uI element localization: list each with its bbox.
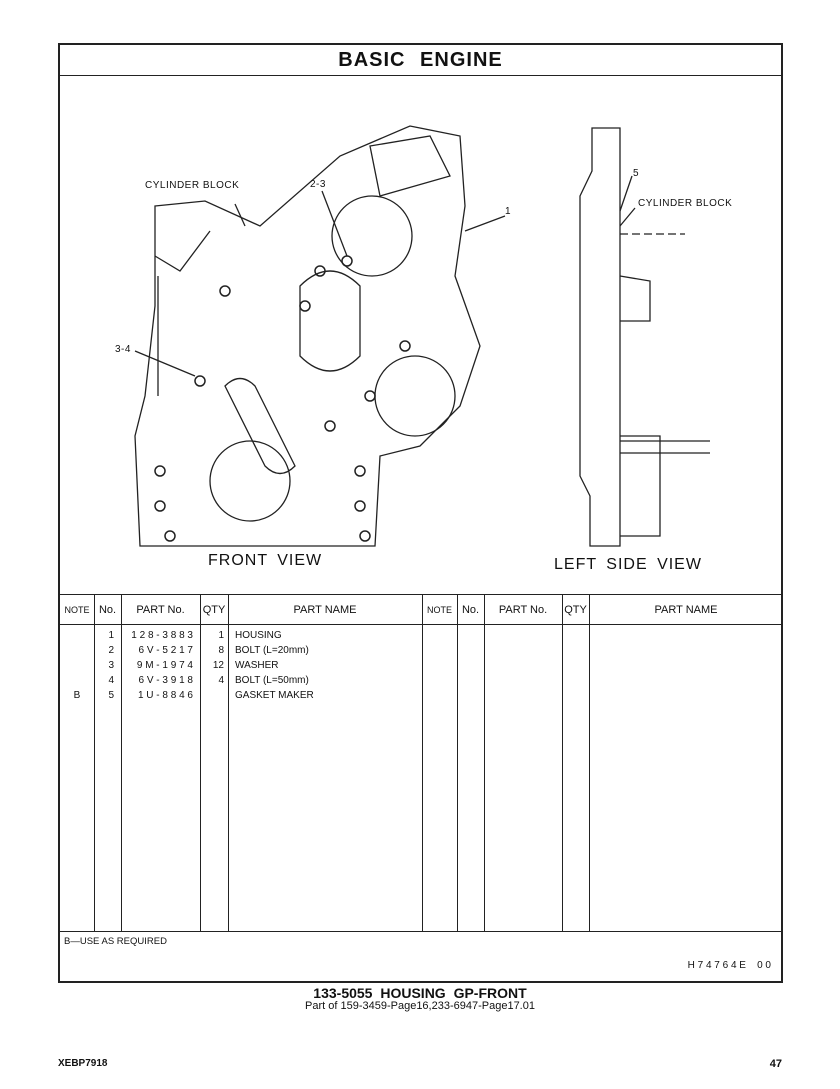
header-part-no: PART No. — [136, 604, 185, 616]
row-5-part-no: 1 U - 8 8 4 6 — [137, 690, 193, 701]
header-part-name: PART NAME — [293, 604, 357, 616]
row-2-part-no: 6 V - 5 2 1 7 — [138, 645, 193, 656]
illustration-ref: H 7 4 7 6 4 E 0 0 — [687, 960, 771, 971]
note-b: B—USE AS REQUIRED — [64, 936, 167, 947]
front-view-caption: FRONT VIEW — [208, 552, 323, 569]
row-2-no: 2 — [108, 645, 114, 656]
row-3-no: 3 — [108, 660, 114, 671]
page-title: BASIC ENGINE — [60, 45, 781, 76]
document-id: XEBP7918 — [58, 1058, 108, 1069]
notes-section: B—USE AS REQUIRED H 7 4 7 6 4 E 0 0 — [60, 932, 781, 983]
header-qty-2: QTY — [564, 604, 587, 616]
callout-5: 5 — [633, 168, 640, 179]
table-header — [60, 595, 781, 625]
header-part-name-2: PART NAME — [654, 604, 718, 616]
parts-list-table: NOTE No. PART No. QTY PART NAME NOTE No.… — [60, 595, 781, 932]
row-3-name: WASHER — [235, 660, 279, 671]
row-4-name: BOLT (L=50mm) — [235, 675, 309, 686]
row-1-name: HOUSING — [235, 630, 282, 641]
row-1-qty: 1 — [218, 630, 224, 641]
parts-illustration: CYLINDER BLOCK 2-3 1 3-4 5 CYLINDER BLOC… — [60, 76, 781, 595]
row-1-part-no: 1 2 8 - 3 8 8 3 — [131, 630, 193, 641]
page-number: 47 — [769, 1058, 782, 1070]
row-4-part-no: 6 V - 3 9 1 8 — [138, 675, 193, 686]
group-subtitle: Part of 159-3459-Page16,233-6947-Page17.… — [305, 1000, 535, 1012]
header-no: No. — [98, 604, 117, 616]
header-part-no-2: PART No. — [498, 604, 548, 616]
header-note-2: NOTE — [426, 605, 452, 615]
group-title: 133-5055 HOUSING GP-FRONT — [313, 985, 527, 1001]
row-1-no: 1 — [108, 630, 114, 641]
row-2-qty: 8 — [218, 645, 224, 656]
callout-3-4: 3-4 — [115, 344, 131, 355]
header-no-2: No. — [461, 604, 480, 616]
engine-housing-drawing — [134, 125, 710, 547]
row-3-qty: 12 — [212, 660, 224, 671]
parts-page-frame: BASIC ENGINE CYLINDER BLOCK 2-3 1 3-4 5 … — [58, 43, 783, 983]
callout-1: 1 — [505, 206, 512, 217]
side-view-caption: LEFT SIDE VIEW — [554, 556, 702, 573]
row-5-no: 5 — [108, 690, 114, 701]
row-5-note: B — [73, 690, 81, 701]
row-3-part-no: 9 M - 1 9 7 4 — [136, 660, 193, 671]
label-cylinder-block-side: CYLINDER BLOCK — [638, 198, 733, 209]
row-2-name: BOLT (L=20mm) — [235, 645, 309, 656]
row-4-no: 4 — [108, 675, 114, 686]
label-cylinder-block-front: CYLINDER BLOCK — [145, 180, 240, 191]
callout-2-3: 2-3 — [310, 179, 326, 190]
header-note: NOTE — [64, 605, 90, 615]
row-4-qty: 4 — [218, 675, 224, 686]
row-5-name: GASKET MAKER — [235, 690, 314, 701]
header-qty: QTY — [202, 604, 226, 616]
